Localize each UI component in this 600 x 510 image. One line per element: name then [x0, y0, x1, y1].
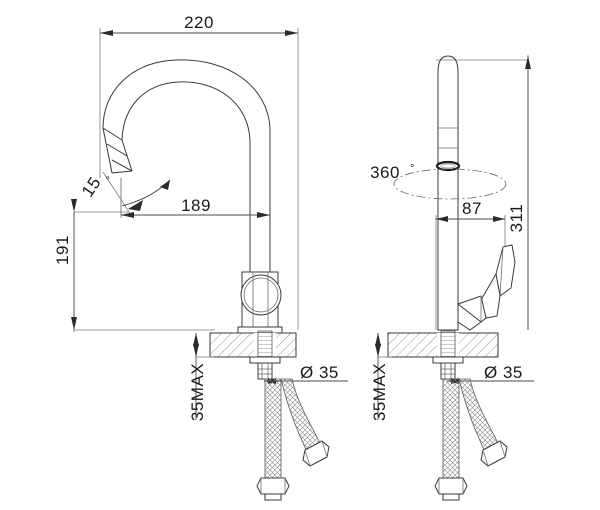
- dimension-311: 311: [507, 56, 531, 330]
- dimension-35max-left: 35MAX: [188, 333, 214, 421]
- spout-column-front: [435, 55, 461, 331]
- front-view-extension-lines: [435, 55, 529, 330]
- degree-symbol-360: °: [410, 163, 415, 175]
- angle-15-annotation: 15 °: [71, 171, 171, 218]
- dimension-220: 220: [100, 13, 298, 36]
- dimension-label-87: 87: [462, 199, 482, 218]
- lever-handle-front: [457, 244, 516, 331]
- supply-hoses-left: [256, 378, 330, 501]
- dimension-label-191: 191: [53, 235, 72, 265]
- dimension-87: 87: [436, 199, 505, 222]
- dimension-189: 189: [121, 196, 270, 218]
- dimension-label-189: 189: [181, 196, 211, 215]
- dimension-label-dia35-left: Ø 35: [300, 363, 339, 382]
- dimension-label-35max-right: 35MAX: [370, 363, 389, 421]
- dimension-label-35max-left: 35MAX: [188, 363, 207, 421]
- spout-profile: [102, 59, 271, 330]
- faucet-column: [237, 232, 283, 334]
- countertop-section-right: [387, 330, 499, 380]
- dimension-label-15deg: 15: [78, 173, 105, 200]
- dimension-label-220: 220: [184, 13, 214, 32]
- countertop-section-left: [209, 330, 297, 380]
- supply-hoses-right: [434, 378, 508, 501]
- front-view-group: 360 ° 87 311: [370, 55, 534, 501]
- side-view-group: 220: [53, 13, 348, 501]
- dimension-191: 191: [53, 212, 77, 330]
- degree-symbol-15: °: [104, 174, 117, 185]
- dimension-label-360: 360: [370, 163, 400, 182]
- dimension-label-311: 311: [507, 204, 526, 233]
- dimension-label-dia35-right: Ø 35: [484, 363, 523, 382]
- dimension-35max-right: 35MAX: [370, 333, 392, 421]
- swivel-360-annotation: 360 °: [370, 163, 507, 200]
